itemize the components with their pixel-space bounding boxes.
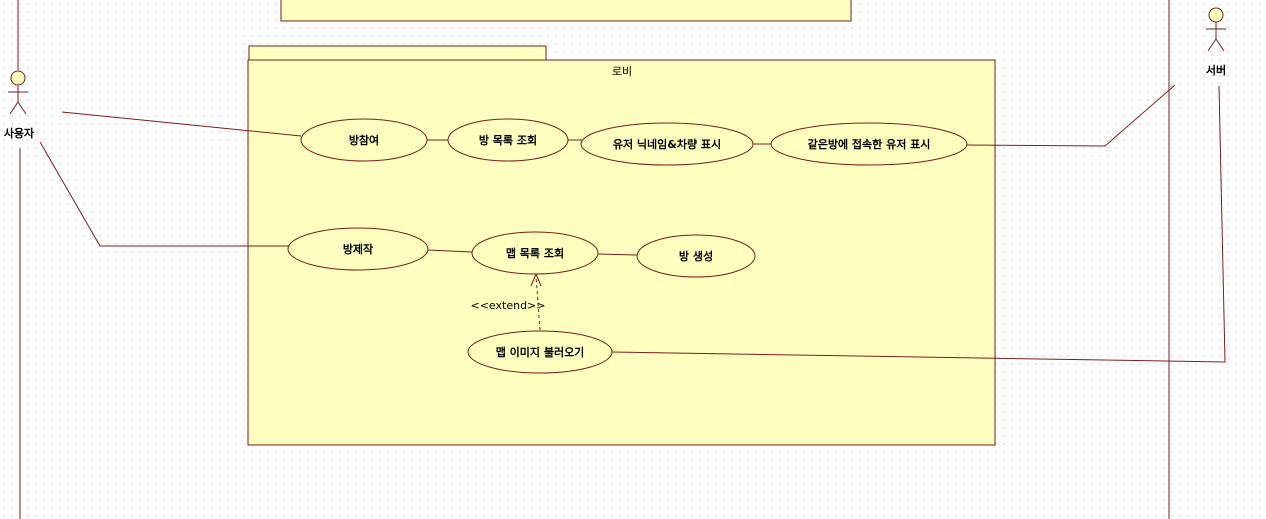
package-title: 로비 — [612, 65, 632, 78]
sameroom-server-link — [966, 84, 1176, 147]
use-case-load-map-image[interactable]: 맵 이미지 불러오기 — [467, 330, 613, 374]
maplist-generate-link — [597, 253, 638, 256]
upper-package — [280, 0, 852, 22]
use-case-label: 방 목록 조회 — [479, 133, 537, 147]
actor-server[interactable]: 서버 — [1206, 7, 1226, 77]
mapimage-server-link — [611, 85, 1226, 363]
extend-stereotype: <<extend>> — [471, 299, 546, 312]
use-case-map-list[interactable]: 맵 목록 조회 — [471, 231, 599, 275]
use-case-label: 같은방에 접속한 유저 표시 — [808, 137, 931, 151]
use-case-show-nick-car[interactable]: 유저 닉네임&차량 표시 — [580, 122, 754, 166]
use-case-room-list[interactable]: 방 목록 조회 — [447, 118, 569, 162]
use-case-label: 방 생성 — [679, 249, 713, 263]
use-case-join-room[interactable]: 방참여 — [300, 118, 428, 162]
use-case-create-room[interactable]: 방제작 — [287, 227, 429, 271]
actor-user-name: 사용자 — [4, 126, 35, 140]
actor-head — [1208, 7, 1224, 23]
use-case-show-same-room-users[interactable]: 같은방에 접속한 유저 표시 — [770, 122, 968, 166]
actor-server-name: 서버 — [1206, 63, 1226, 77]
use-case-label: 맵 이미지 불러오기 — [496, 345, 585, 359]
actor-user[interactable]: 사용자 — [4, 70, 35, 140]
lobby-package-tab — [248, 45, 547, 61]
user-create-link — [39, 141, 289, 247]
create-maplist-link — [427, 249, 473, 253]
use-case-room-generate[interactable]: 방 생성 — [636, 234, 756, 278]
user-join-link — [61, 111, 302, 137]
use-case-label: 방참여 — [349, 133, 379, 147]
use-case-label: 유저 닉네임&차량 표시 — [613, 137, 721, 151]
use-case-label: 맵 목록 조회 — [506, 246, 564, 260]
use-case-label: 방제작 — [343, 242, 373, 256]
actor-head — [10, 70, 26, 86]
